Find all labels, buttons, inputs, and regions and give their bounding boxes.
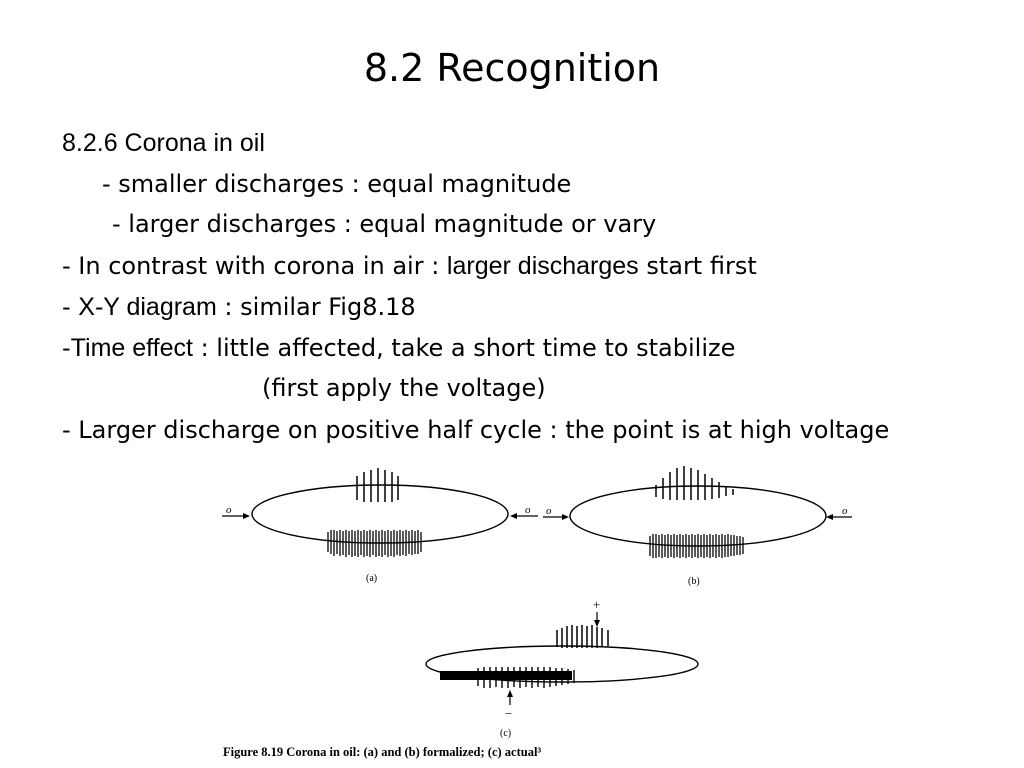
diagram-b-lower-pulses [649, 534, 744, 558]
bullet-time-highlight: Time effect [70, 334, 193, 362]
diagram-a-ellipse [251, 484, 509, 544]
diagram-b: o o [543, 466, 852, 587]
diagram-c-upper-pulses [556, 625, 609, 648]
figure-caption: Figure 8.19 Corona in oil: (a) and (b) f… [223, 745, 542, 759]
slide-title: 8.2 Recognition [363, 46, 661, 90]
diagram-c-lower-pulses [440, 667, 575, 688]
diagram-c-plus: + [593, 597, 600, 612]
diagram-a-left-arrowhead [243, 513, 250, 519]
diagram-a: o o (a) [222, 468, 538, 584]
diagram-c: + [425, 597, 699, 739]
bullet-time-text: : little affected, take a short time to … [192, 334, 736, 362]
section-heading: 8.2.6 Corona in oil [62, 129, 265, 157]
diagram-a-right-arrowhead [510, 513, 517, 519]
bullet-larger-discharges: - larger discharges : equal magnitude or… [112, 210, 657, 238]
diagram-b-right-arrowhead [826, 514, 833, 520]
bullet-xy-text: : similar Fig8.18 [216, 293, 416, 321]
diagram-b-origin-right: o [842, 505, 848, 517]
bullet-contrast-air: - In contrast with corona in air : large… [62, 251, 757, 281]
diagram-a-lower-pulses [327, 530, 422, 557]
corona-figure: o o (a) [222, 466, 852, 739]
bullet-contrast-tail: start first [638, 252, 757, 280]
diagram-c-minus-arrowhead [507, 690, 513, 697]
diagram-a-label: (a) [366, 573, 377, 584]
bullet-xy-dash: - [62, 293, 79, 321]
diagram-b-upper-pulses [655, 466, 734, 500]
diagram-c-label: (c) [500, 728, 511, 739]
diagram-a-origin-right: o [525, 504, 531, 516]
diagram-c-minus: − [505, 706, 512, 721]
diagram-b-left-arrowhead [562, 514, 569, 520]
bullet-contrast-highlight: larger discharges [446, 252, 639, 280]
diagram-a-origin-left: o [226, 504, 232, 516]
diagram-b-label: (b) [688, 576, 700, 587]
bullet-contrast-text: - In contrast with corona in air : [62, 252, 447, 280]
bullet-smaller-discharges: - smaller discharges : equal magnitude [102, 170, 572, 198]
bullet-positive-half-cycle: - Larger discharge on positive half cycl… [62, 416, 890, 444]
diagram-a-upper-pulses [356, 468, 399, 502]
bullet-xy-highlight: X-Y diagram [78, 293, 217, 321]
diagram-c-plus-arrowhead [594, 620, 600, 627]
bullet-time-continuation: (first apply the voltage) [262, 374, 546, 402]
diagram-b-origin-left: o [546, 505, 552, 517]
bullet-xy-diagram: - X-Y diagram : similar Fig8.18 [62, 292, 416, 322]
bullet-time-effect: -Time effect : little affected, take a s… [62, 333, 735, 363]
bullet-time-dash: - [62, 334, 71, 362]
